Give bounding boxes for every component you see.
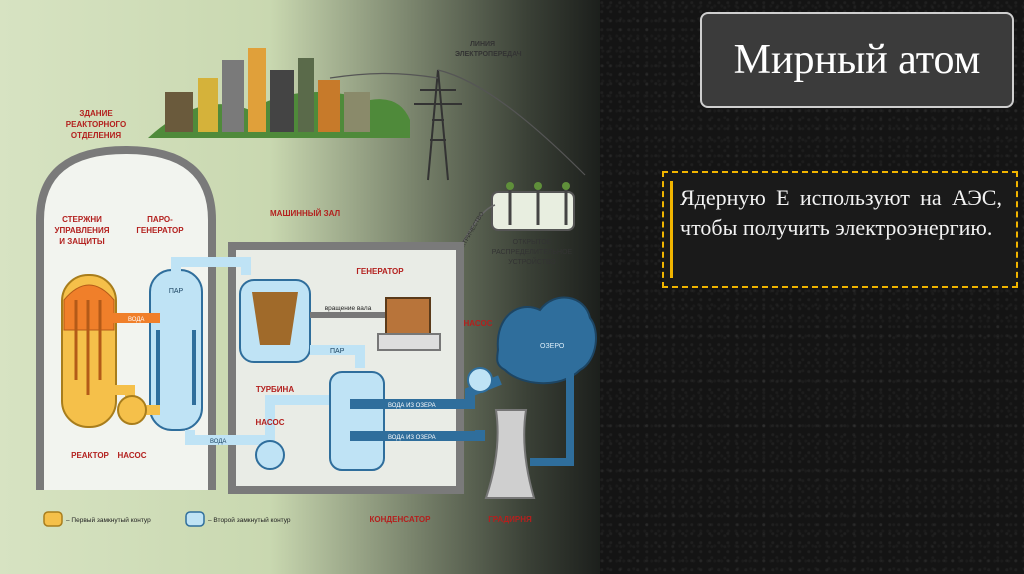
cooling-tower-label: ГРАДИРНЯ: [488, 515, 532, 524]
legend: – Первый замкнутый контур – Второй замкн…: [44, 512, 291, 526]
switchyard-label: ОТКРЫТОЕ: [513, 239, 552, 246]
water-label-secondary: ВОДА: [210, 439, 226, 445]
reactor-label: РЕАКТОР: [71, 451, 109, 460]
legend-first-loop: – Первый замкнутый контур: [66, 516, 151, 524]
condenser-label: КОНДЕНСАТОР: [370, 515, 432, 524]
lake: [497, 298, 596, 384]
slide-title: Мирный атом: [734, 36, 981, 84]
water-label-primary: ВОДА: [128, 317, 144, 323]
pump-label-primary: НАСОС: [118, 451, 147, 460]
generator-label: ГЕНЕРАТОР: [356, 267, 404, 276]
steam-generator-label: ПАРО-: [147, 215, 173, 224]
power-line-label: ЛИНИЯ: [470, 41, 495, 48]
reactor-vessel: [62, 275, 116, 427]
machine-hall-label: МАШИННЫЙ ЗАЛ: [270, 209, 340, 218]
pump-label-lake: НАСОС: [464, 319, 493, 328]
city-skyline: [148, 48, 410, 138]
secondary-pump: [256, 441, 284, 469]
lake-water-label-1: ВОДА ИЗ ОЗЕРА: [388, 403, 436, 409]
shaft-label: вращение вала: [325, 305, 372, 312]
reactor-building-label-3: ОТДЕЛЕНИЯ: [71, 131, 121, 140]
reactor-building-label-2: РЕАКТОРНОГО: [66, 120, 126, 129]
info-text-box: Ядерную Е используют на АЭС, чтобы получ…: [662, 171, 1018, 288]
control-rods-label: СТЕРЖНИ: [62, 215, 102, 224]
pump-label-secondary: НАСОС: [256, 418, 285, 427]
lake-label: ОЗЕРО: [540, 343, 565, 350]
cooling-tower: [486, 410, 534, 498]
control-rods-label-2: УПРАВЛЕНИЯ: [55, 226, 110, 235]
generator-base: [378, 334, 440, 350]
turbine-label: ТУРБИНА: [256, 385, 294, 394]
switchyard-label-3: УСТРОЙСТВО: [508, 257, 556, 266]
legend-second-loop: – Второй замкнутый контур: [208, 516, 291, 524]
generator: [386, 298, 430, 334]
steam-label-turbine: ПАР: [330, 348, 345, 355]
npp-diagram: ЛИНИЯ ЭЛЕКТРОПЕРЕДАЧ ОТКРЫТОЕ РАСПРЕДЕЛИ…: [0, 0, 600, 574]
switchyard-label-2: РАСПРЕДЕЛИТЕЛЬНОЕ: [492, 249, 573, 256]
switchyard: [492, 182, 574, 230]
turbine: [240, 280, 310, 362]
info-text: Ядерную Е используют на АЭС, чтобы получ…: [680, 183, 1002, 243]
lake-return-pipe: [530, 372, 570, 462]
steam-label-sg: ПАР: [169, 288, 184, 295]
slide-title-box: Мирный атом: [700, 12, 1014, 108]
primary-pump: [118, 396, 146, 424]
control-rods-label-3: И ЗАЩИТЫ: [59, 237, 105, 246]
steam-generator-label-2: ГЕНЕРАТОР: [136, 226, 184, 235]
lake-water-label-2: ВОДА ИЗ ОЗЕРА: [388, 435, 436, 441]
reactor-building-label: ЗДАНИЕ: [79, 109, 113, 118]
power-line-label-2: ЭЛЕКТРОПЕРЕДАЧ: [455, 51, 522, 58]
lake-pump: [468, 368, 492, 392]
condenser: [330, 372, 384, 470]
